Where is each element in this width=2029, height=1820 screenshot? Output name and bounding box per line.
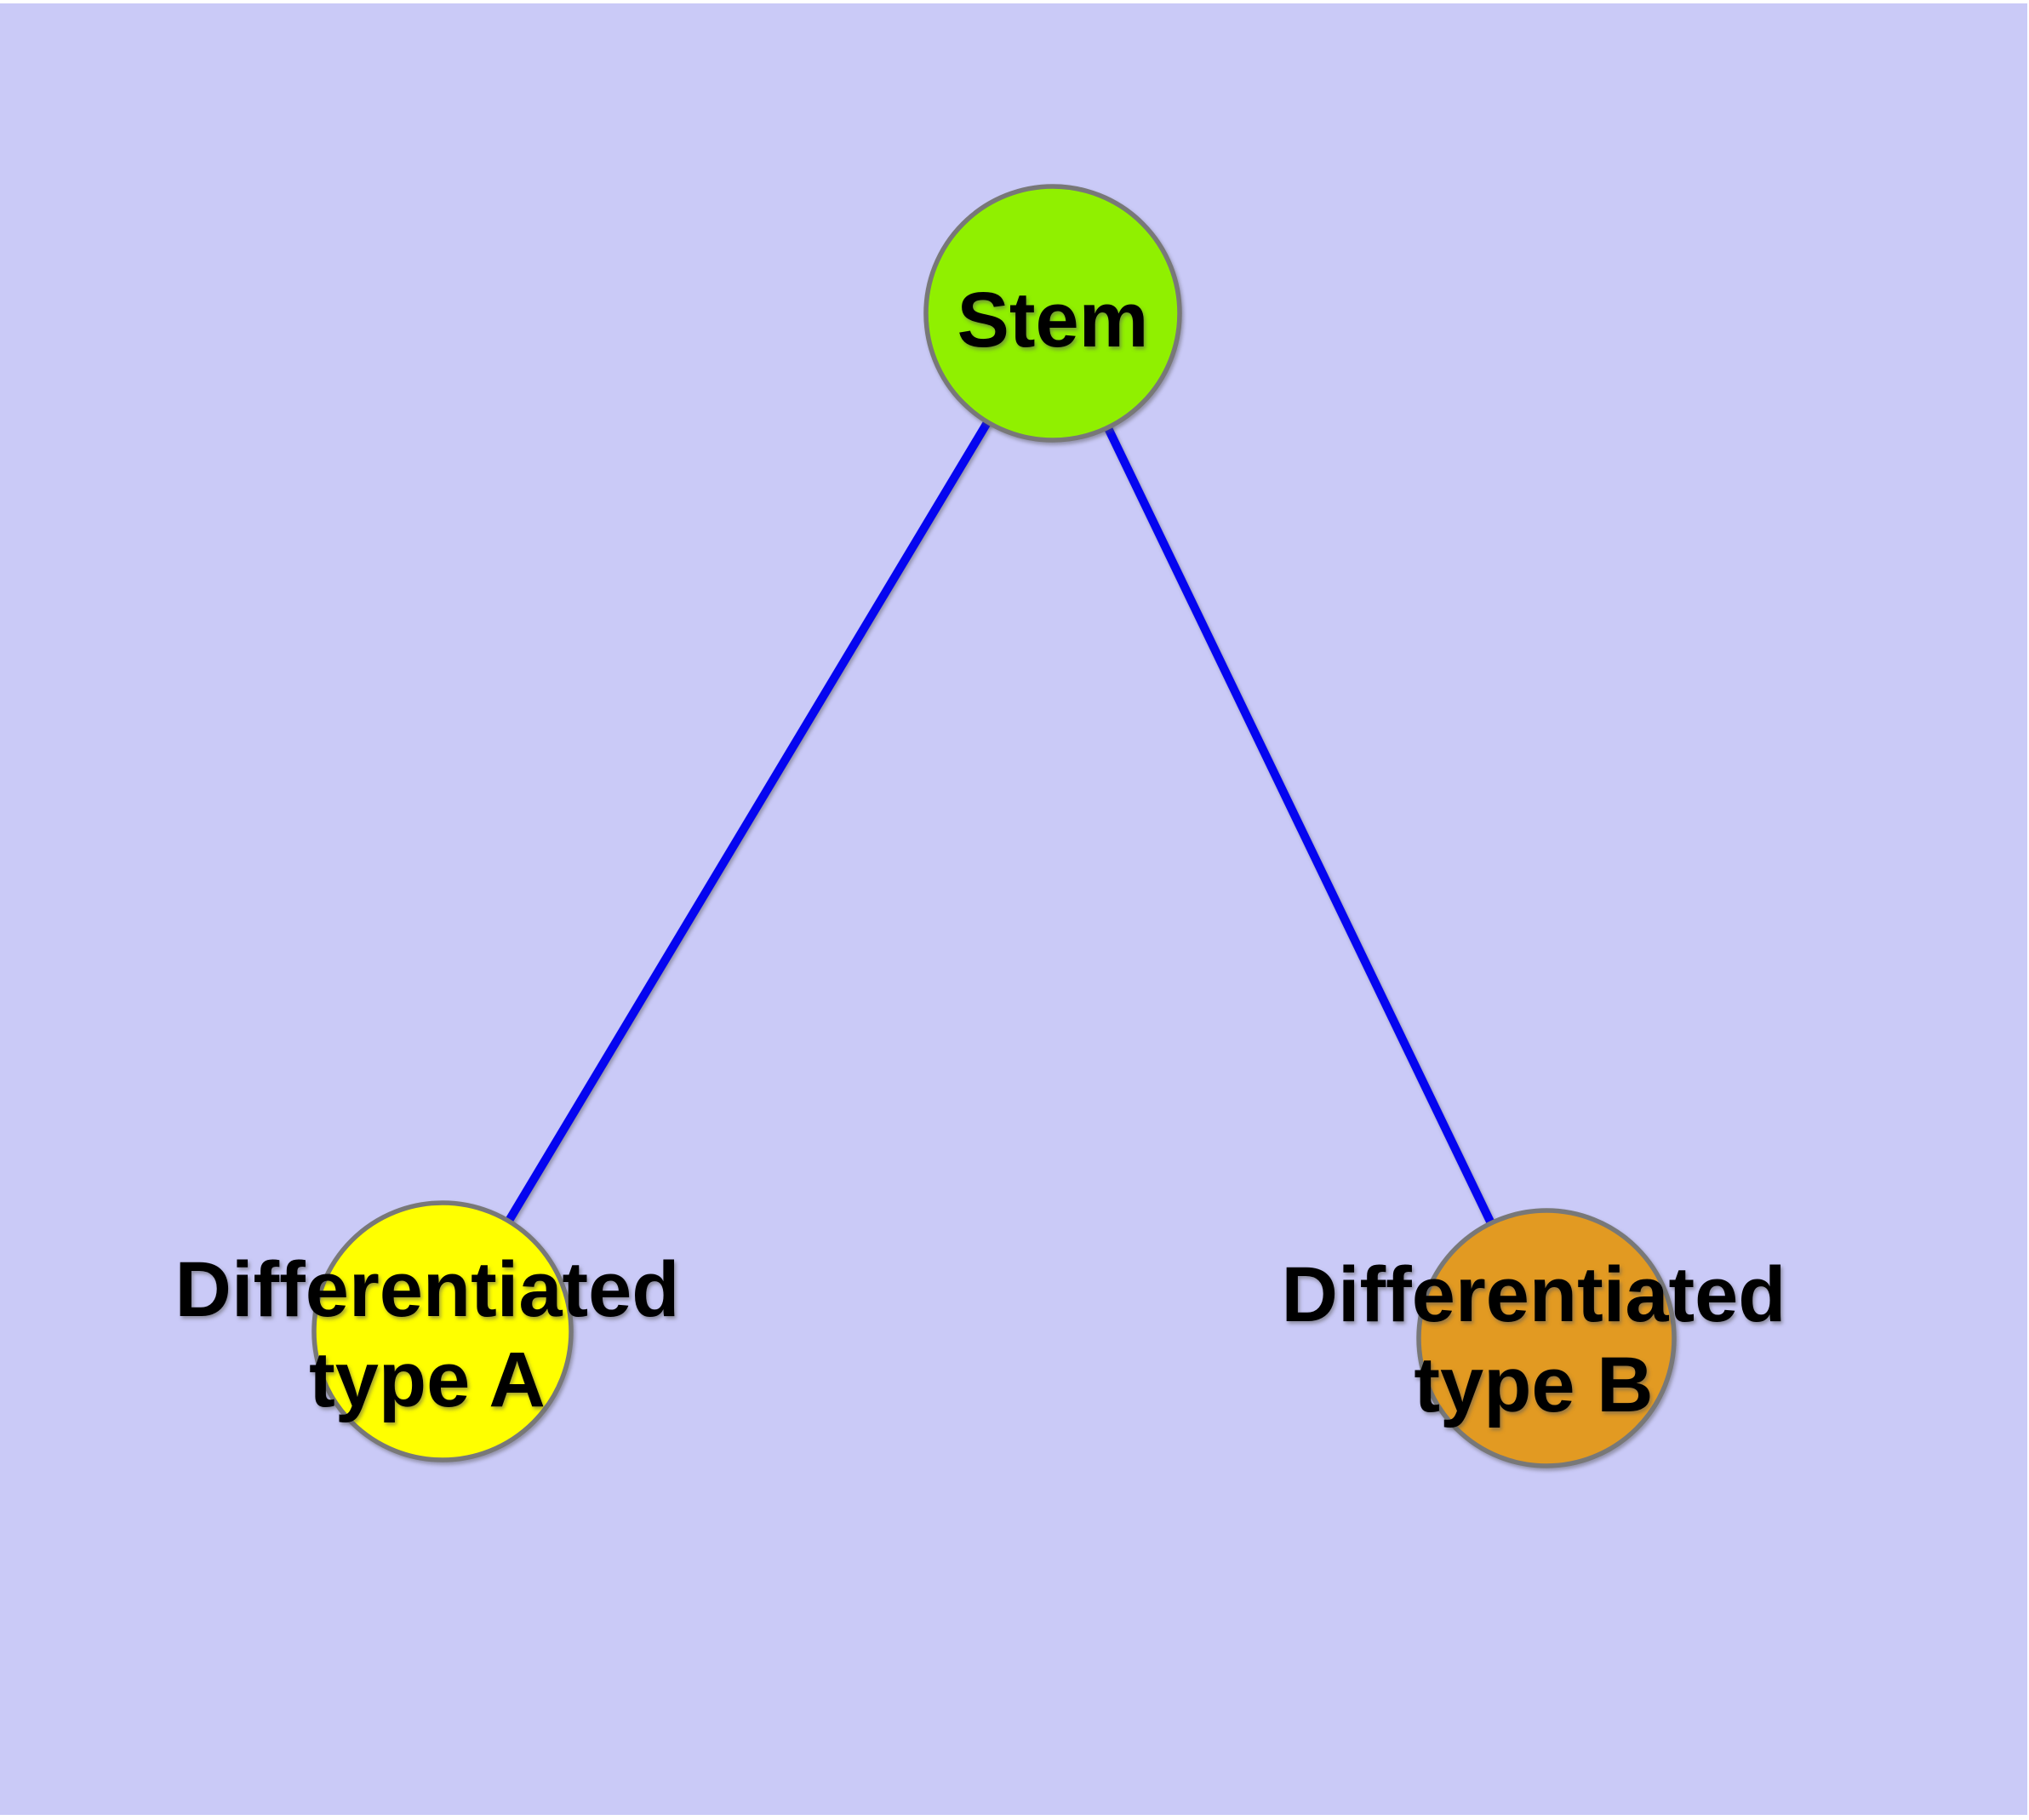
- edge-stem-to-type-b: [1049, 311, 1551, 1341]
- edge-stem-to-type-a: [438, 311, 1057, 1334]
- node-differentiated-type-b: [1416, 1208, 1677, 1468]
- node-stem: [923, 184, 1182, 443]
- node-differentiated-type-a: [311, 1200, 574, 1462]
